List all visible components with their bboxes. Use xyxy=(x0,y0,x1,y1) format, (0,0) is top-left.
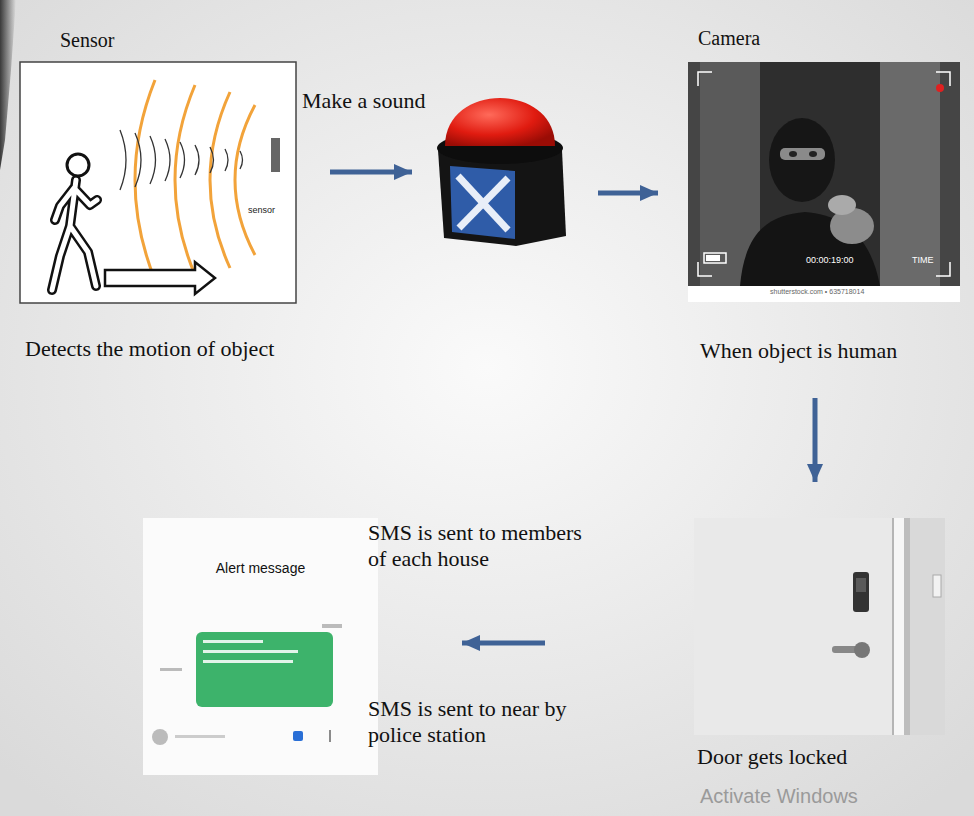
alert-phone: Alert message xyxy=(143,518,378,775)
sensor-illustration-part-part xyxy=(175,85,195,275)
edge-label: SMS is sent to members of each house xyxy=(368,520,596,573)
watermark: Activate Windows xyxy=(700,784,858,808)
camera-illustration-part xyxy=(688,286,960,302)
door-lock: Door gets locked xyxy=(694,518,945,735)
door-illustration-part xyxy=(856,578,866,592)
camera-illustration-part-part xyxy=(704,253,726,263)
flow-arrow xyxy=(330,170,412,175)
sensor-illustration-part-part xyxy=(225,149,228,171)
sensor-illustration-part xyxy=(135,80,255,280)
buzzer-illustration-part xyxy=(458,176,508,230)
buzzer-illustration-part xyxy=(445,98,555,146)
camera-illustration-part xyxy=(936,84,944,92)
camera-illustration xyxy=(688,62,960,302)
sensor-illustration-part-part xyxy=(165,139,170,181)
timecode: 00:00:19:00 xyxy=(806,255,854,266)
sensor-illustration-part-part xyxy=(210,92,230,268)
flow-arrow xyxy=(813,398,818,482)
phone-illustration-part xyxy=(143,518,378,775)
watermark: shutterstock.com • 635718014 xyxy=(770,288,864,296)
flow-arrow xyxy=(462,641,545,646)
camera-illustration-part xyxy=(698,72,950,276)
sensor-illustration-part xyxy=(105,262,215,294)
caption: When object is human xyxy=(700,338,897,364)
camera-illustration-part-part xyxy=(698,72,712,86)
caption: Detects the motion of object xyxy=(25,336,274,362)
sensor-illustration-part-part xyxy=(195,145,199,175)
sensor-illustration-part-part xyxy=(180,142,185,178)
phone-illustration-part xyxy=(329,730,331,742)
door-illustration xyxy=(694,518,945,735)
sensor-illustration-part-part xyxy=(52,180,97,290)
sensor-illustration-part-part xyxy=(210,147,214,173)
buzzer-illustration-part xyxy=(450,166,515,239)
sensor-illustration-part-part xyxy=(120,130,126,190)
phone-illustration-part xyxy=(203,650,298,653)
heading: Sensor xyxy=(60,28,114,52)
camera-illustration-part-part xyxy=(936,262,950,276)
sensor-illustration xyxy=(20,62,296,303)
door-illustration-part xyxy=(904,518,910,735)
buzzer-illustration xyxy=(437,98,566,246)
camera-illustration-part xyxy=(780,148,825,160)
part-label: sensor xyxy=(248,205,275,216)
sensor-panel: SensorsensorDetects the motion of object xyxy=(20,62,296,303)
caption: Door gets locked xyxy=(697,744,847,770)
flow-arrow xyxy=(598,191,658,196)
background-part xyxy=(0,0,16,170)
camera-illustration-part xyxy=(789,151,797,157)
buzzer-illustration-part xyxy=(438,150,566,246)
phone-illustration-part xyxy=(322,624,342,628)
door-illustration-part xyxy=(933,575,941,597)
camera-view: Camera00:00:19:00TIMEshutterstock.com • … xyxy=(688,62,960,302)
edge-label: Make a sound xyxy=(302,88,425,114)
camera-illustration-part xyxy=(880,62,940,286)
phone-illustration-part xyxy=(160,668,182,671)
buzzer-illustration-part xyxy=(459,178,508,228)
sensor-illustration-part-part xyxy=(135,133,141,187)
phone-illustration-part xyxy=(203,640,263,643)
door-illustration-part xyxy=(694,518,894,735)
camera-illustration-part xyxy=(769,118,835,202)
sensor-illustration-part-part xyxy=(235,105,255,255)
door-illustration-part xyxy=(892,518,894,735)
camera-illustration-part xyxy=(828,195,856,215)
sensor-illustration-part xyxy=(120,130,243,190)
camera-illustration-part xyxy=(706,255,720,261)
door-illustration-part xyxy=(910,518,945,735)
camera-illustration-part xyxy=(809,151,817,157)
phone-illustration-part xyxy=(293,731,303,741)
sensor-illustration-part xyxy=(52,180,97,290)
camera-illustration-part-part xyxy=(936,72,950,86)
buzzer xyxy=(430,95,566,245)
phone-illustration xyxy=(143,518,378,775)
sensor-illustration-part-part xyxy=(240,151,243,169)
door-illustration-part xyxy=(853,572,869,612)
screen-title: Alert message xyxy=(143,560,378,577)
phone-illustration-part xyxy=(175,735,225,738)
phone-illustration-part xyxy=(196,632,333,707)
phone-illustration-part xyxy=(203,660,293,663)
heading: Camera xyxy=(698,26,760,50)
sensor-illustration-part-part xyxy=(150,136,156,184)
sensor-illustration-part-part xyxy=(52,180,97,290)
caption: SMS is sent to near by police station xyxy=(368,696,608,749)
door-illustration-part xyxy=(694,518,945,735)
sensor-illustration-part xyxy=(67,154,89,176)
camera-illustration-part-part xyxy=(698,262,712,276)
overlay-label: TIME xyxy=(912,255,934,266)
sensor-illustration-part xyxy=(20,62,296,303)
door-illustration-part xyxy=(854,642,870,658)
camera-illustration-part xyxy=(688,62,960,286)
door-illustration-part xyxy=(894,518,904,735)
sensor-illustration-part-part xyxy=(135,80,155,280)
phone-illustration-part xyxy=(152,729,168,745)
sensor-illustration-part xyxy=(271,138,280,172)
